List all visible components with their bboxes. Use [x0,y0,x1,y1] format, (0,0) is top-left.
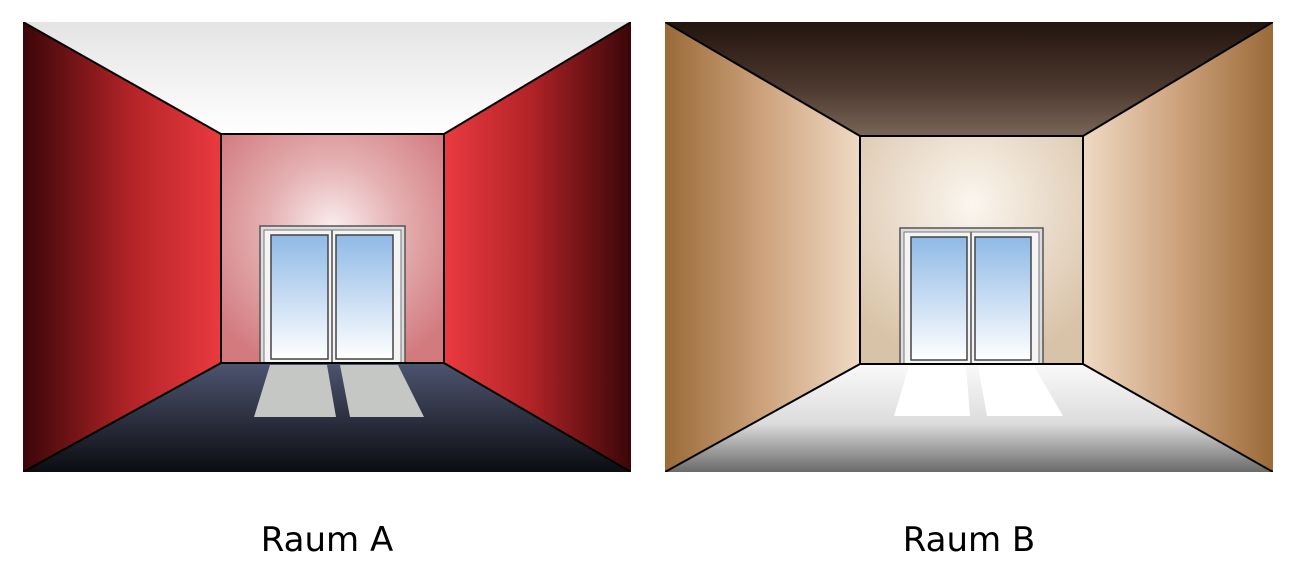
room-b-caption: Raum B [902,520,1036,560]
room-b-window [899,227,1044,365]
room-a-light-patch-right [340,365,424,417]
room-b-floor [665,364,1273,472]
room-b-left-wall [665,22,860,472]
room-a-right-wall [444,22,631,472]
room-a-illustration [23,22,631,472]
room-b-light-patch-right [978,366,1063,416]
room-a-drawing [23,22,631,472]
room-a-ceiling [23,22,631,134]
room-a-edges [23,22,631,472]
room-b-illustration [665,22,1273,472]
room-b-drawing [665,22,1273,472]
room-b-right-wall [1083,22,1273,472]
room-a-floor [23,363,631,472]
room-a-left-wall [23,22,221,472]
room-b-ceiling [665,22,1273,136]
room-b-light-patch-left [894,366,970,416]
room-a-caption: Raum A [260,520,394,560]
room-a-light-patch-left [254,365,336,417]
room-a-window [259,225,406,364]
room-b-edges [665,22,1273,472]
